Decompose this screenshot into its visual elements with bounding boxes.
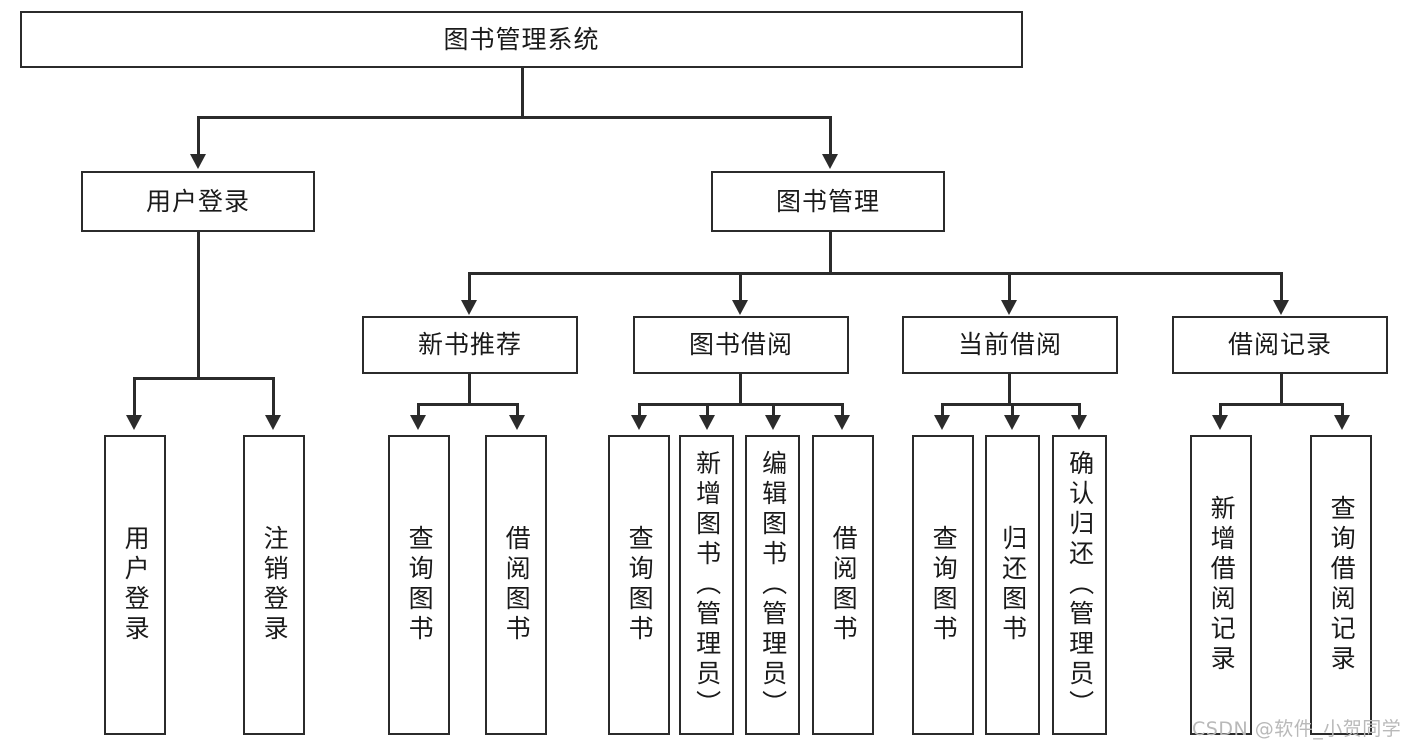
edge-root-to-user-login — [197, 116, 200, 156]
edge-records-to-leaf-1 — [1219, 403, 1222, 417]
node-label: 查询图书 — [405, 525, 435, 645]
arrowhead-edit-book — [765, 415, 781, 430]
edge-current-to-leaf-3 — [1078, 403, 1081, 417]
edge-records-trunk — [1280, 374, 1283, 403]
arrowhead-user-login — [190, 154, 206, 169]
edge-user-login-trunk — [197, 232, 200, 377]
edge-new-books-trunk — [468, 374, 471, 403]
node-label: 归还图书 — [998, 525, 1028, 645]
node-label: 查询借阅记录 — [1327, 495, 1357, 675]
edge-book-mgmt-to-current — [1008, 272, 1011, 302]
arrowhead-borrow-book-2 — [834, 415, 850, 430]
edge-book-mgmt-to-borrow — [739, 272, 742, 302]
edge-root-to-book-mgmt — [829, 116, 832, 156]
leaf-borrow-book-borrowing[interactable]: 借阅图书 — [812, 435, 874, 735]
node-label: 编辑图书（管理员） — [758, 450, 788, 720]
leaf-edit-book-admin[interactable]: 编辑图书（管理员） — [745, 435, 800, 735]
node-new-book-recommendation[interactable]: 新书推荐 — [362, 316, 578, 374]
node-label: 新书推荐 — [417, 330, 522, 360]
leaf-borrow-book-new-books[interactable]: 借阅图书 — [485, 435, 547, 735]
arrowhead-add-book — [699, 415, 715, 430]
edge-borrow-to-leaf-4 — [841, 403, 844, 417]
arrowhead-new-books — [461, 300, 477, 315]
node-label: 当前借阅 — [957, 330, 1062, 360]
node-label: 查询图书 — [625, 525, 655, 645]
arrowhead-leaf-logout — [265, 415, 281, 430]
leaf-user-login[interactable]: 用户登录 — [104, 435, 166, 735]
edge-user-login-to-leaf-1 — [133, 377, 136, 417]
edge-new-books-to-leaf-2 — [516, 403, 519, 417]
node-label: 借阅图书 — [502, 525, 532, 645]
arrowhead-query-book-1 — [410, 415, 426, 430]
edge-root-trunk — [521, 68, 524, 116]
leaf-query-book-borrowing[interactable]: 查询图书 — [608, 435, 670, 735]
node-label: 新增借阅记录 — [1207, 495, 1237, 675]
node-book-management[interactable]: 图书管理 — [711, 171, 945, 232]
node-label: 借阅图书 — [829, 525, 859, 645]
edge-user-login-bus — [133, 377, 274, 380]
leaf-add-borrowing-record[interactable]: 新增借阅记录 — [1190, 435, 1252, 735]
leaf-logout[interactable]: 注销登录 — [243, 435, 305, 735]
edge-current-bus — [941, 403, 1080, 406]
edge-new-books-to-leaf-1 — [417, 403, 420, 417]
arrowhead-borrow-book-1 — [509, 415, 525, 430]
edge-book-mgmt-bus — [468, 272, 1282, 275]
node-label: 用户登录 — [121, 525, 151, 645]
leaf-query-book-current[interactable]: 查询图书 — [912, 435, 974, 735]
edge-new-books-bus — [417, 403, 519, 406]
node-label: 确认归还（管理员） — [1065, 450, 1095, 720]
edge-book-mgmt-to-new-books — [468, 272, 471, 302]
edge-borrow-to-leaf-2 — [706, 403, 709, 417]
node-label: 查询图书 — [929, 525, 959, 645]
arrowhead-leaf-user-login — [126, 415, 142, 430]
arrowhead-records — [1273, 300, 1289, 315]
node-root-book-management-system[interactable]: 图书管理系统 — [20, 11, 1023, 68]
leaf-return-book[interactable]: 归还图书 — [985, 435, 1040, 735]
arrowhead-book-mgmt — [822, 154, 838, 169]
edge-book-mgmt-to-records — [1280, 272, 1283, 302]
arrowhead-add-record — [1212, 415, 1228, 430]
arrowhead-return-book — [1004, 415, 1020, 430]
leaf-query-book-new-books[interactable]: 查询图书 — [388, 435, 450, 735]
edge-records-to-leaf-2 — [1341, 403, 1344, 417]
arrowhead-confirm-return — [1071, 415, 1087, 430]
node-label: 新增图书（管理员） — [692, 450, 722, 720]
edge-user-login-to-leaf-2 — [272, 377, 275, 417]
edge-borrow-trunk — [739, 374, 742, 403]
arrowhead-borrow — [732, 300, 748, 315]
edge-borrow-bus — [638, 403, 843, 406]
edge-records-bus — [1219, 403, 1343, 406]
arrowhead-query-book-3 — [934, 415, 950, 430]
edge-current-to-leaf-2 — [1011, 403, 1014, 417]
node-label: 注销登录 — [260, 525, 290, 645]
arrowhead-query-book-2 — [631, 415, 647, 430]
node-label: 图书借阅 — [688, 330, 793, 360]
node-borrowing-records[interactable]: 借阅记录 — [1172, 316, 1388, 374]
edge-current-trunk — [1008, 374, 1011, 403]
edge-borrow-to-leaf-3 — [772, 403, 775, 417]
node-book-borrowing[interactable]: 图书借阅 — [633, 316, 849, 374]
node-user-login[interactable]: 用户登录 — [81, 171, 315, 232]
edge-book-mgmt-trunk — [829, 232, 832, 272]
node-label: 借阅记录 — [1227, 330, 1332, 360]
leaf-confirm-return-admin[interactable]: 确认归还（管理员） — [1052, 435, 1107, 735]
leaf-add-book-admin[interactable]: 新增图书（管理员） — [679, 435, 734, 735]
arrowhead-current — [1001, 300, 1017, 315]
edge-borrow-to-leaf-1 — [638, 403, 641, 417]
leaf-query-borrowing-record[interactable]: 查询借阅记录 — [1310, 435, 1372, 735]
node-label: 图书管理系统 — [443, 24, 600, 54]
edge-root-bus — [197, 116, 831, 119]
csdn-watermark: CSDN @软件_小贺同学 — [1192, 718, 1402, 740]
node-label: 用户登录 — [145, 186, 250, 216]
node-label: 图书管理 — [775, 186, 880, 216]
edge-current-to-leaf-1 — [941, 403, 944, 417]
node-current-borrowing[interactable]: 当前借阅 — [902, 316, 1118, 374]
arrowhead-query-record — [1334, 415, 1350, 430]
